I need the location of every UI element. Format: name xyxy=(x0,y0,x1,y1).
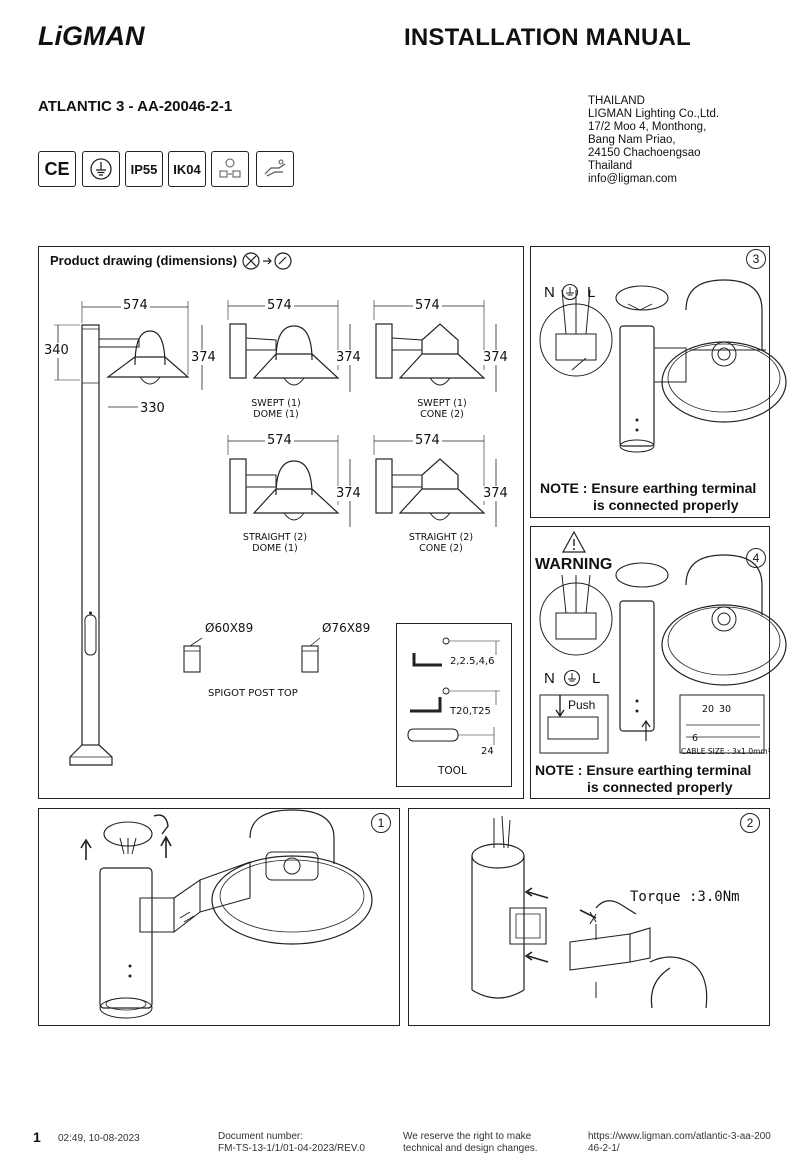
address-line: LIGMAN Lighting Co.,Ltd. xyxy=(588,108,720,120)
cable-strip-20: 20 xyxy=(702,704,715,715)
earth-class-icon xyxy=(82,151,120,187)
address-line: 24150 Chachoengsao xyxy=(588,147,701,159)
address-line: 17/2 Moo 4, Monthong, xyxy=(588,121,707,133)
tool-drawings xyxy=(404,635,504,760)
post-height-dim: 340 xyxy=(44,343,69,358)
footer-url-line[interactable]: 46-2-1/ xyxy=(588,1143,620,1154)
v1-caption-line: DOME (1) xyxy=(253,409,299,420)
step-4-note-line-2: is connected properly xyxy=(587,779,733,795)
page-title: INSTALLATION MANUAL xyxy=(404,24,691,51)
step-4-warning: WARNING xyxy=(535,556,613,573)
footer-rights-line: We reserve the right to make xyxy=(403,1131,532,1142)
push-label: Push xyxy=(568,698,596,712)
step-4-earth-icon xyxy=(563,669,581,692)
tools-symbol-icon xyxy=(241,251,293,276)
brand-text: LiGMAN xyxy=(38,21,145,51)
spigot-drawings xyxy=(180,632,321,682)
v3-caption-line: DOME (1) xyxy=(252,543,298,554)
v4-height-dim: 374 xyxy=(483,486,508,501)
v1-caption: SWEPT (1) DOME (1) xyxy=(246,398,306,420)
address-line: Bang Nam Priao, xyxy=(588,134,676,146)
v3-width-dim: 574 xyxy=(265,433,294,448)
cable-strip-6: 6 xyxy=(692,733,699,744)
v1-width-dim: 574 xyxy=(265,298,294,313)
tool-wrench-size: 24 xyxy=(481,746,494,757)
v2-caption-line: SWEPT (1) xyxy=(417,398,467,409)
step-1-assembly-drawing xyxy=(70,808,373,1027)
product-drawing-title: Product drawing (dimensions) xyxy=(50,253,238,268)
step-3-panel xyxy=(530,246,770,518)
company-address: THAILAND LIGMAN Lighting Co.,Ltd. 17/2 M… xyxy=(588,95,719,186)
footer-doc-line: Document number: xyxy=(218,1131,304,1142)
tool-hex-sizes: 2,2.5,4,6 xyxy=(450,656,495,667)
post-width-dim: 574 xyxy=(121,298,150,313)
address-line: Thailand xyxy=(588,160,633,172)
tool-box xyxy=(396,623,512,787)
step-3-wiring-drawing xyxy=(536,270,787,475)
step-4-panel xyxy=(530,526,770,799)
step-4-neutral-label: N xyxy=(544,670,555,687)
footer-url-line[interactable]: https://www.ligman.com/atlantic-3-aa-200 xyxy=(588,1131,771,1142)
product-drawing-panel xyxy=(38,246,524,799)
v4-width-dim: 574 xyxy=(413,433,442,448)
install-tools-icon xyxy=(211,151,249,187)
spigot-76-label: Ø76X89 xyxy=(322,621,371,635)
v4-caption-line: STRAIGHT (2) xyxy=(408,532,474,543)
model-name: ATLANTIC 3 - AA-20046-2-1 xyxy=(38,98,233,115)
step-3-neutral-label: N xyxy=(544,284,555,301)
step-1-panel xyxy=(38,808,400,1026)
footer-rights-line: technical and design changes. xyxy=(403,1143,538,1154)
v1-caption-line: SWEPT (1) xyxy=(251,398,301,409)
tool-torx-sizes: T20,T25 xyxy=(450,706,491,717)
ligman-logo: LiGMAN xyxy=(38,18,198,54)
footer-datetime: 02:49, 10-08-2023 xyxy=(58,1133,140,1144)
v2-height-dim: 374 xyxy=(483,350,508,365)
footer-url[interactable]: https://www.ligman.com/atlantic-3-aa-200… xyxy=(588,1131,771,1155)
ce-mark: CE xyxy=(38,151,76,187)
step-3-number: 3 xyxy=(746,249,766,269)
step-3-earth-icon xyxy=(561,283,579,306)
step-4-live-label: L xyxy=(592,670,601,687)
v4-caption-line: CONE (2) xyxy=(419,543,463,554)
address-email: info@ligman.com xyxy=(588,173,678,185)
address-line: THAILAND xyxy=(588,95,645,107)
v2-caption: SWEPT (1) CONE (2) xyxy=(412,398,472,420)
step-3-live-label: L xyxy=(587,284,596,301)
step-4-wiring-drawing xyxy=(536,545,787,760)
cable-size-label: CABLE SIZE : 3x1.0mm² xyxy=(681,747,771,756)
ik-rating: IK04 xyxy=(168,151,206,187)
v4-caption: STRAIGHT (2) CONE (2) xyxy=(406,532,476,554)
post-arm-dim: 330 xyxy=(138,401,167,416)
step-4-note-line-1: NOTE : Ensure earthing terminal xyxy=(535,762,752,778)
v3-caption-line: STRAIGHT (2) xyxy=(242,532,308,543)
torque-label: Torque :3.0Nm xyxy=(630,889,740,905)
page-number: 1 xyxy=(33,1129,41,1145)
v3-height-dim: 374 xyxy=(336,486,361,501)
post-head-height-dim: 374 xyxy=(191,350,216,365)
ip-rating: IP55 xyxy=(125,151,163,187)
v3-caption: STRAIGHT (2) DOME (1) xyxy=(240,532,310,554)
tool-label: TOOL xyxy=(438,765,467,777)
spigot-60-label: Ø60X89 xyxy=(205,621,254,635)
step-1-number: 1 xyxy=(371,813,391,833)
step-2-number: 2 xyxy=(740,813,760,833)
step-3-note-line-2: is connected properly xyxy=(593,497,739,513)
step-2-assembly-drawing xyxy=(420,812,750,1027)
footer-document-number: Document number: FM-TS-13-1/1/01-04-2023… xyxy=(218,1131,365,1155)
step-3-note-line-1: NOTE : Ensure earthing terminal xyxy=(540,480,757,496)
v1-height-dim: 374 xyxy=(336,350,361,365)
handle-care-icon xyxy=(256,151,294,187)
post-lamp-drawing xyxy=(40,295,203,780)
v2-width-dim: 574 xyxy=(413,298,442,313)
step-4-number: 4 xyxy=(746,548,766,568)
footer-rights: We reserve the right to make technical a… xyxy=(403,1131,538,1155)
v2-caption-line: CONE (2) xyxy=(420,409,464,420)
step-2-panel xyxy=(408,808,770,1026)
cable-strip-30: 30 xyxy=(719,704,732,715)
footer-doc-line: FM-TS-13-1/1/01-04-2023/REV.0 xyxy=(218,1143,365,1154)
warning-triangle-icon xyxy=(561,530,587,559)
spigot-label: SPIGOT POST TOP xyxy=(208,688,298,699)
